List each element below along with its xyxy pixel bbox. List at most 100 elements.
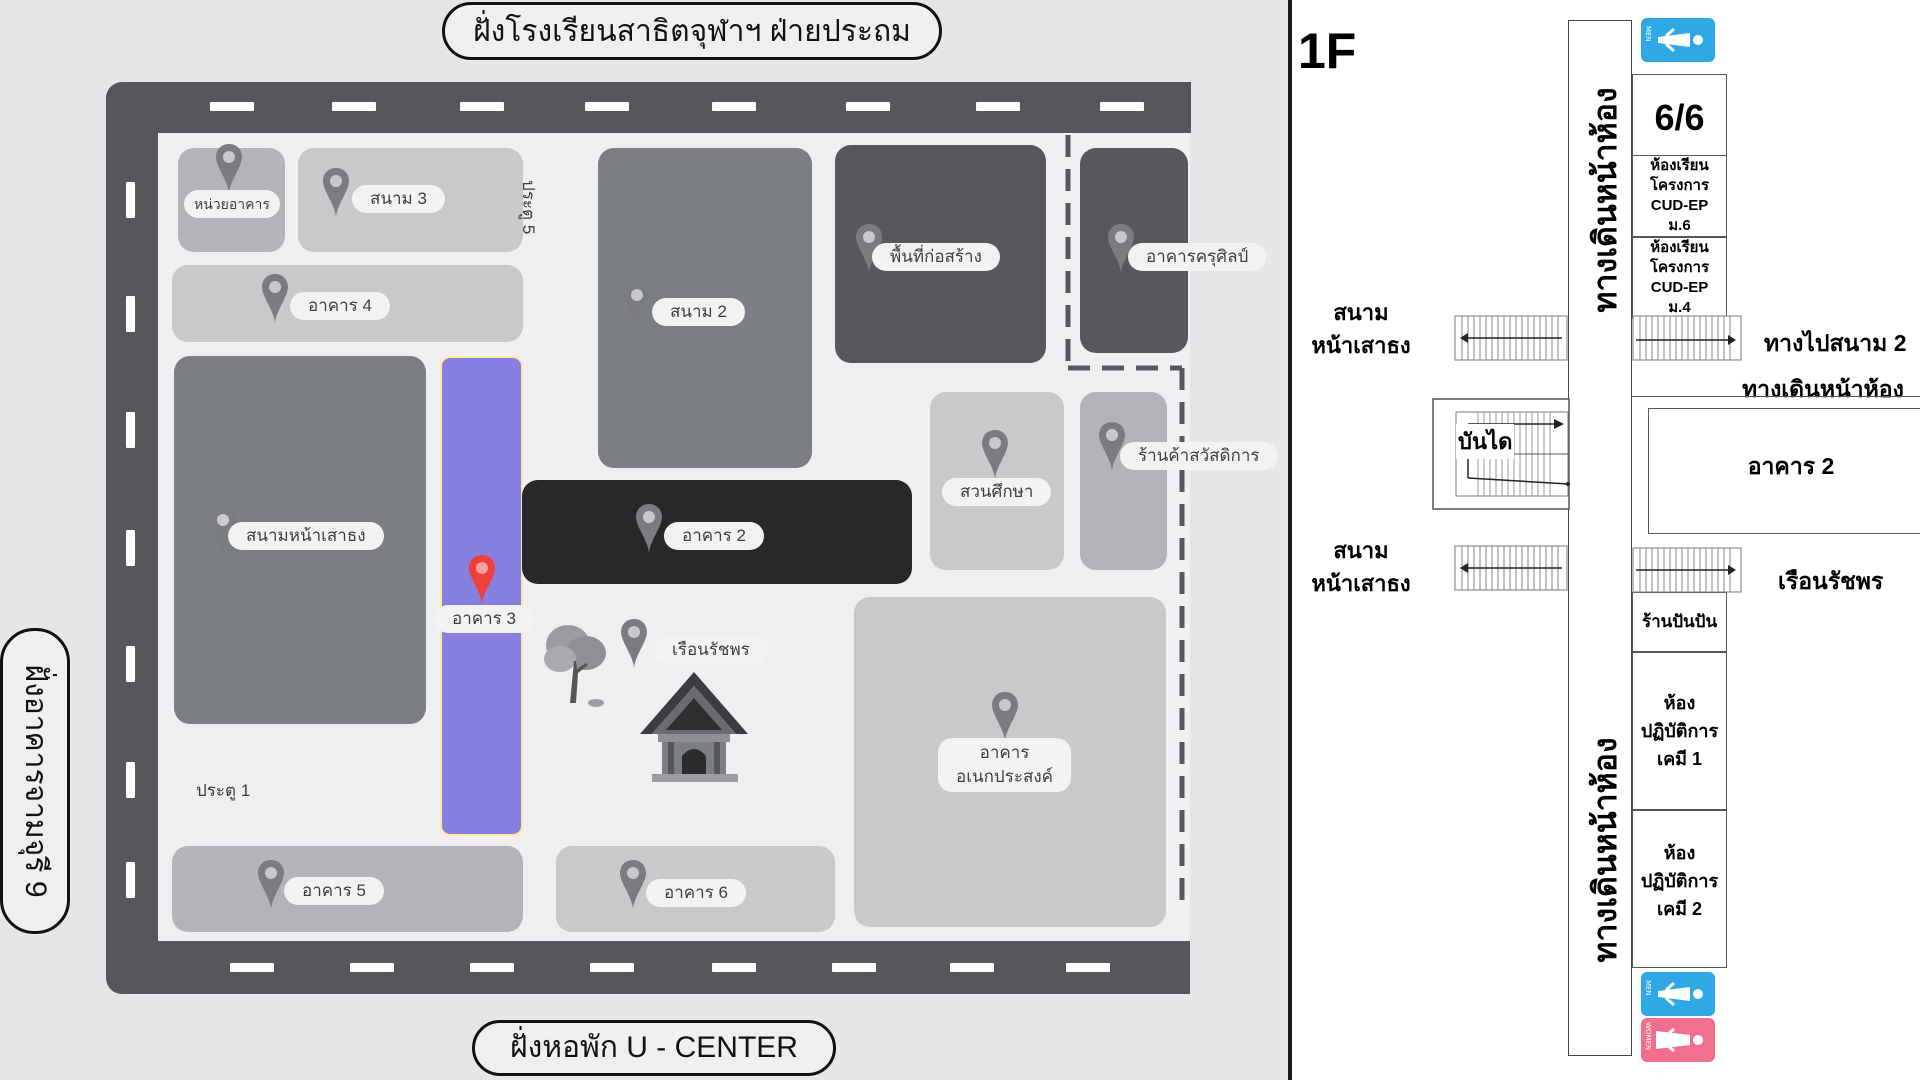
room-chem-lab1[interactable]: ห้อง ปฏิบัติการ เคมี 1 (1632, 652, 1727, 810)
women-restroom-icon (1656, 1027, 1703, 1053)
sign-left-text: ฝั่งอาคารจามจุรี 9 (19, 664, 52, 898)
place-label-ruean-ratchaphon[interactable]: เรือนรัชพร (654, 636, 768, 664)
location-pin-icon[interactable] (619, 617, 649, 671)
room-shop[interactable]: ร้านปันปัน (1632, 592, 1727, 652)
road-dash (126, 412, 135, 448)
road-dash (126, 762, 135, 798)
location-pin-icon[interactable] (1106, 222, 1136, 276)
road-bottom-end (1150, 941, 1182, 994)
road-dash (585, 102, 629, 111)
sign-bottom: ฝั่งหอพัก U - CENTER (472, 1020, 836, 1076)
room-cud-ep-m4-line: ห้องเรียน (1650, 239, 1709, 256)
outer-ground (1190, 82, 1290, 994)
floor-plan: 1F ทางเดินหน้าห้อง ทางเดินหน้าห้อง MEN 6… (1292, 0, 1920, 1080)
room-chem-lab2-line: ปฏิบัติการ (1640, 871, 1719, 891)
tree-icon (544, 625, 606, 707)
fp-wall-line (1632, 396, 1920, 397)
location-pin-icon[interactable] (260, 272, 290, 326)
place-label-field3[interactable]: สนาม 3 (352, 185, 445, 213)
label-field-front-bottom-line: หน้าเสาธง (1311, 571, 1411, 596)
room-cud-ep-m4[interactable]: ห้องเรียน โครงการ CUD-EP ม.4 (1632, 237, 1727, 319)
label-corridor-right: ทางเดินหน้าห้อง (1742, 376, 1904, 402)
block-welfare-shop[interactable] (1080, 392, 1167, 570)
thai-pavilion-icon (640, 672, 748, 782)
road-dash (126, 646, 135, 682)
location-pin-icon[interactable] (980, 428, 1010, 482)
place-label-building3[interactable]: อาคาร 3 (434, 605, 534, 633)
sign-top: ฝั่งโรงเรียนสาธิตจุฬาฯ ฝ่ายประถม (442, 2, 942, 60)
place-label-building2[interactable]: อาคาร 2 (664, 522, 764, 550)
room-cud-ep-m4-line: CUD-EP (1650, 279, 1709, 296)
fp-building2[interactable]: อาคาร 2 (1648, 408, 1920, 534)
label-to-field2: ทางไปสนาม 2 (1764, 330, 1907, 356)
men-restroom-icon (1658, 981, 1703, 1007)
restroom-men-top-text: MEN (1644, 26, 1652, 42)
place-label-education-garden[interactable]: สวนศึกษา (942, 478, 1052, 506)
exit-right-bottom[interactable] (1632, 546, 1742, 594)
location-pin-icon[interactable] (256, 858, 286, 912)
road-dash (1100, 102, 1144, 111)
restroom-men-bottom-text: MEN (1644, 980, 1652, 996)
location-pin-icon[interactable] (990, 690, 1020, 744)
room-shop-label: ร้านปันปัน (1641, 612, 1718, 631)
exit-left-bottom[interactable] (1454, 544, 1568, 592)
place-label-building-unit[interactable]: หน่วยอาคาร (184, 190, 280, 218)
place-label-building6[interactable]: อาคาร 6 (646, 879, 746, 907)
room-chem-lab1-line: ปฏิบัติการ (1640, 721, 1719, 741)
place-label-construction[interactable]: พื้นที่ก่อสร้าง (872, 243, 1000, 271)
location-pin-icon[interactable] (854, 222, 884, 276)
place-label-building5[interactable]: อาคาร 5 (284, 877, 384, 905)
road-dash (332, 102, 376, 111)
room-cud-ep-m6-line: ห้องเรียน (1650, 157, 1709, 174)
restroom-men-top[interactable]: MEN (1641, 18, 1715, 62)
location-pin-icon[interactable] (208, 505, 238, 559)
road-dash (126, 530, 135, 566)
place-label-front-flagpole-field[interactable]: สนามหน้าเสาธง (228, 522, 384, 550)
road-top-end (1150, 82, 1191, 133)
road-dash (230, 963, 274, 972)
place-label-multipurpose[interactable]: อาคาร อเนกประสงค์ (938, 738, 1072, 792)
restroom-men-bottom[interactable]: MEN (1641, 972, 1715, 1016)
location-pin-icon[interactable] (634, 502, 664, 556)
place-label-multipurpose-line1: อาคาร (979, 743, 1030, 762)
room-66[interactable]: 6/6 (1632, 74, 1727, 159)
room-chem-lab2[interactable]: ห้อง ปฏิบัติการ เคมี 2 (1632, 810, 1727, 968)
location-pin-icon[interactable] (622, 280, 652, 334)
place-label-teacher-arts[interactable]: อาคารครุศิลป์ (1128, 243, 1267, 271)
location-pin-icon[interactable] (618, 858, 648, 912)
road-dash (846, 102, 890, 111)
label-ruean-ratchaphon: เรือนรัชพร (1778, 568, 1884, 594)
place-label-welfare-shop[interactable]: ร้านค้าสวัสดิการ (1120, 442, 1278, 470)
road-dash (126, 296, 135, 332)
road-dash (950, 963, 994, 972)
road-dash (126, 862, 135, 898)
road-dash (210, 102, 254, 111)
road-dash (350, 963, 394, 972)
room-cud-ep-m6-line: โครงการ (1649, 177, 1710, 194)
road-dash (460, 102, 504, 111)
location-pin-icon[interactable] (1097, 420, 1127, 474)
exit-left-top[interactable] (1454, 314, 1568, 362)
corridor-label-top: ทางเดินหน้าห้อง (1587, 87, 1623, 313)
main-corridor (1568, 20, 1632, 1056)
room-cud-ep-m4-line: โครงการ (1649, 259, 1710, 276)
road-dash (126, 182, 135, 218)
place-label-field2[interactable]: สนาม 2 (652, 298, 745, 326)
room-cud-ep-m6-line: ม.6 (1668, 217, 1691, 234)
room-chem-lab1-line: เคมี 1 (1656, 749, 1703, 769)
corridor-label-bottom: ทางเดินหน้าห้อง (1587, 737, 1623, 963)
room-chem-lab2-line: ห้อง (1663, 843, 1696, 863)
location-pin-icon[interactable] (214, 142, 244, 196)
restroom-women-bottom[interactable]: WOMEN (1641, 1018, 1715, 1062)
men-restroom-icon (1658, 27, 1703, 53)
label-stairs: บันได (1456, 424, 1515, 459)
room-66-label: 6/6 (1654, 97, 1705, 138)
selected-location-pin-icon[interactable] (467, 553, 497, 607)
floor-label: 1F (1298, 23, 1357, 79)
gate5-label: ประตู 5 (519, 180, 538, 235)
room-chem-lab1-line: ห้อง (1663, 693, 1696, 713)
location-pin-icon[interactable] (321, 166, 351, 220)
room-cud-ep-m6[interactable]: ห้องเรียน โครงการ CUD-EP ม.6 (1632, 155, 1727, 237)
place-label-building4[interactable]: อาคาร 4 (290, 292, 390, 320)
exit-right-top[interactable] (1632, 314, 1742, 362)
